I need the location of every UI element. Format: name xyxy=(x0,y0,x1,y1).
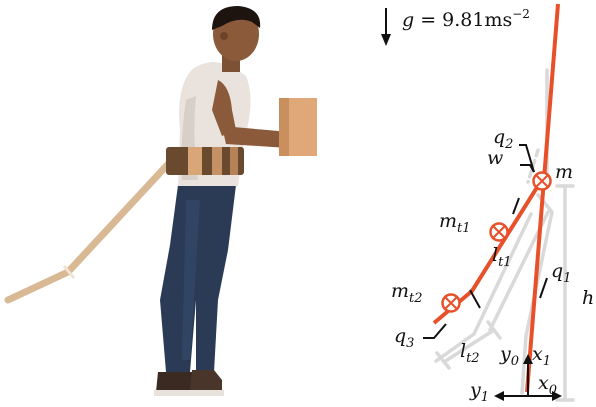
belt-highlight-2 xyxy=(212,147,222,175)
label-y1: y1 xyxy=(469,379,489,405)
gravity-arrowhead xyxy=(381,34,391,46)
w-leader xyxy=(520,164,535,173)
belt-highlight-3 xyxy=(230,147,238,175)
mass-m xyxy=(532,171,552,191)
q1-marker xyxy=(539,277,548,299)
jeans xyxy=(160,185,236,372)
lt2-tick-2 xyxy=(435,351,451,370)
angle-markers xyxy=(423,144,548,339)
label-q3: q3 xyxy=(394,325,414,351)
q2-leader xyxy=(519,144,535,173)
gravity-label: g = 9.81ms−2 xyxy=(402,7,530,31)
label-lt2: lt2 xyxy=(460,340,480,366)
tail-model-schematic: g = 9.81ms−2 xyxy=(381,3,594,405)
label-m: m xyxy=(555,161,573,183)
lt1-marker xyxy=(512,197,520,215)
jeans-shade xyxy=(182,200,200,360)
held-box-side xyxy=(279,98,289,156)
label-w: w xyxy=(487,147,503,169)
belt xyxy=(166,147,244,175)
tail-reference-2 xyxy=(434,332,476,363)
shoe-sole xyxy=(154,390,224,396)
hair xyxy=(212,6,261,30)
tail-reference-1 xyxy=(472,212,533,336)
body-segment xyxy=(525,3,560,393)
mass-mt1 xyxy=(489,222,509,242)
label-y0: y0 xyxy=(499,343,519,369)
label-q2: q2 xyxy=(493,126,513,152)
tail-rod xyxy=(4,158,174,304)
base-frame xyxy=(494,354,562,401)
q3-marker xyxy=(469,289,481,309)
label-mt2: mt2 xyxy=(391,280,423,306)
belt-highlight-1 xyxy=(188,147,202,175)
label-lt1: lt1 xyxy=(492,244,512,270)
human-with-tail-illustration xyxy=(4,6,317,396)
label-x0: x0 xyxy=(538,372,557,398)
label-q1: q1 xyxy=(551,260,571,286)
ear xyxy=(220,32,228,40)
lt2-dimension xyxy=(442,328,496,364)
label-mt1: mt1 xyxy=(439,210,471,236)
upper-arm xyxy=(212,80,236,136)
label-h: h xyxy=(582,287,594,309)
tail-segment xyxy=(432,179,543,325)
q3-leader xyxy=(423,323,447,339)
leg-reference xyxy=(520,193,554,395)
mass-mt2 xyxy=(441,293,461,313)
tail-joint xyxy=(62,265,76,279)
lt2-tick-1 xyxy=(486,320,502,340)
shoe-front xyxy=(190,370,222,392)
label-x1: x1 xyxy=(532,343,551,369)
